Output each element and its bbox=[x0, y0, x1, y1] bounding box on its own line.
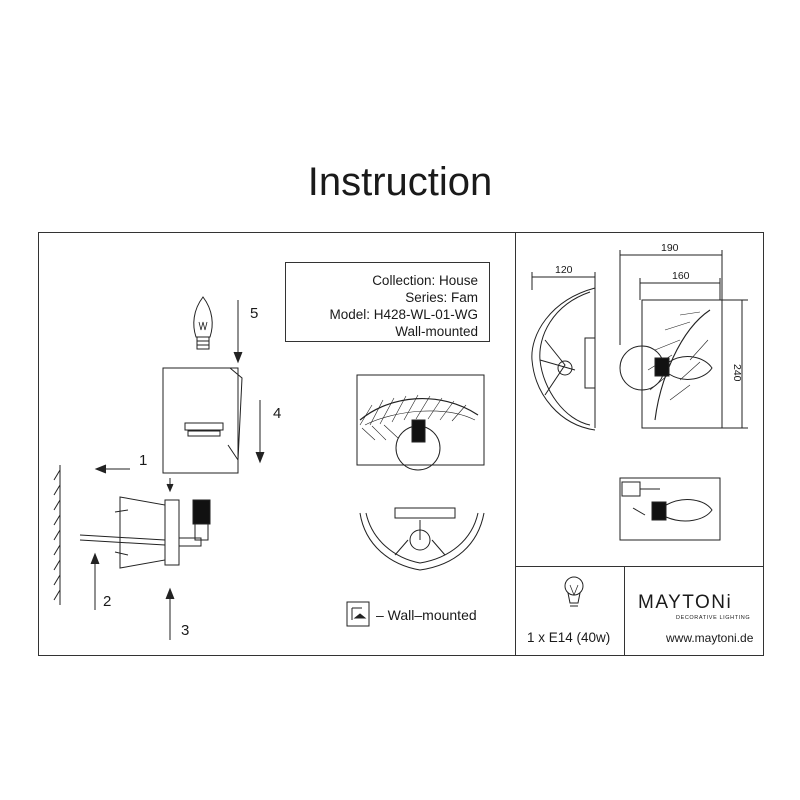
step-1-label: 1 bbox=[139, 452, 148, 469]
wall-mount-icon bbox=[346, 601, 370, 627]
step-5-label: 5 bbox=[250, 305, 259, 322]
brand-logo: MAYTONi bbox=[638, 592, 733, 613]
footer-divider bbox=[624, 566, 626, 656]
wall-hatch bbox=[53, 465, 61, 605]
front-view-drawing bbox=[356, 374, 485, 471]
candle-bulb-icon bbox=[193, 296, 213, 350]
light-bulb-icon bbox=[564, 576, 584, 607]
bulb-spec: 1 x E14 (40w) bbox=[527, 630, 611, 645]
step-2-label: 2 bbox=[103, 593, 112, 610]
horizontal-divider bbox=[515, 566, 764, 568]
collection-label: Collection: House bbox=[372, 273, 478, 288]
mounting-bracket bbox=[79, 496, 211, 569]
vertical-divider bbox=[515, 232, 517, 656]
legend-text: – Wall–mounted bbox=[376, 607, 477, 623]
dim-width-inner: 160 bbox=[672, 270, 690, 282]
website-link[interactable]: www.maytoni.de bbox=[666, 631, 754, 645]
product-info-box bbox=[285, 262, 490, 342]
bottom-view-drawing bbox=[619, 477, 721, 541]
top-view-drawing bbox=[359, 507, 485, 571]
shade-part bbox=[162, 367, 243, 474]
dim-height: 240 bbox=[731, 364, 743, 382]
step-3-label: 3 bbox=[181, 622, 190, 639]
instruction-frame bbox=[38, 232, 764, 656]
page-title: Instruction bbox=[307, 160, 493, 204]
model-label: Model: H428-WL-01-WG bbox=[329, 307, 478, 322]
front-dimension-drawing bbox=[619, 250, 748, 429]
mounting-label: Wall-mounted bbox=[395, 324, 478, 339]
dim-depth: 120 bbox=[555, 264, 573, 276]
brand-tagline: DECORATIVE LIGHTING bbox=[676, 615, 751, 621]
side-view-drawing bbox=[531, 272, 596, 431]
dim-width-outer: 190 bbox=[661, 242, 679, 254]
series-label: Series: Fam bbox=[405, 290, 478, 305]
step-4-label: 4 bbox=[273, 405, 282, 422]
arrows bbox=[90, 300, 265, 640]
